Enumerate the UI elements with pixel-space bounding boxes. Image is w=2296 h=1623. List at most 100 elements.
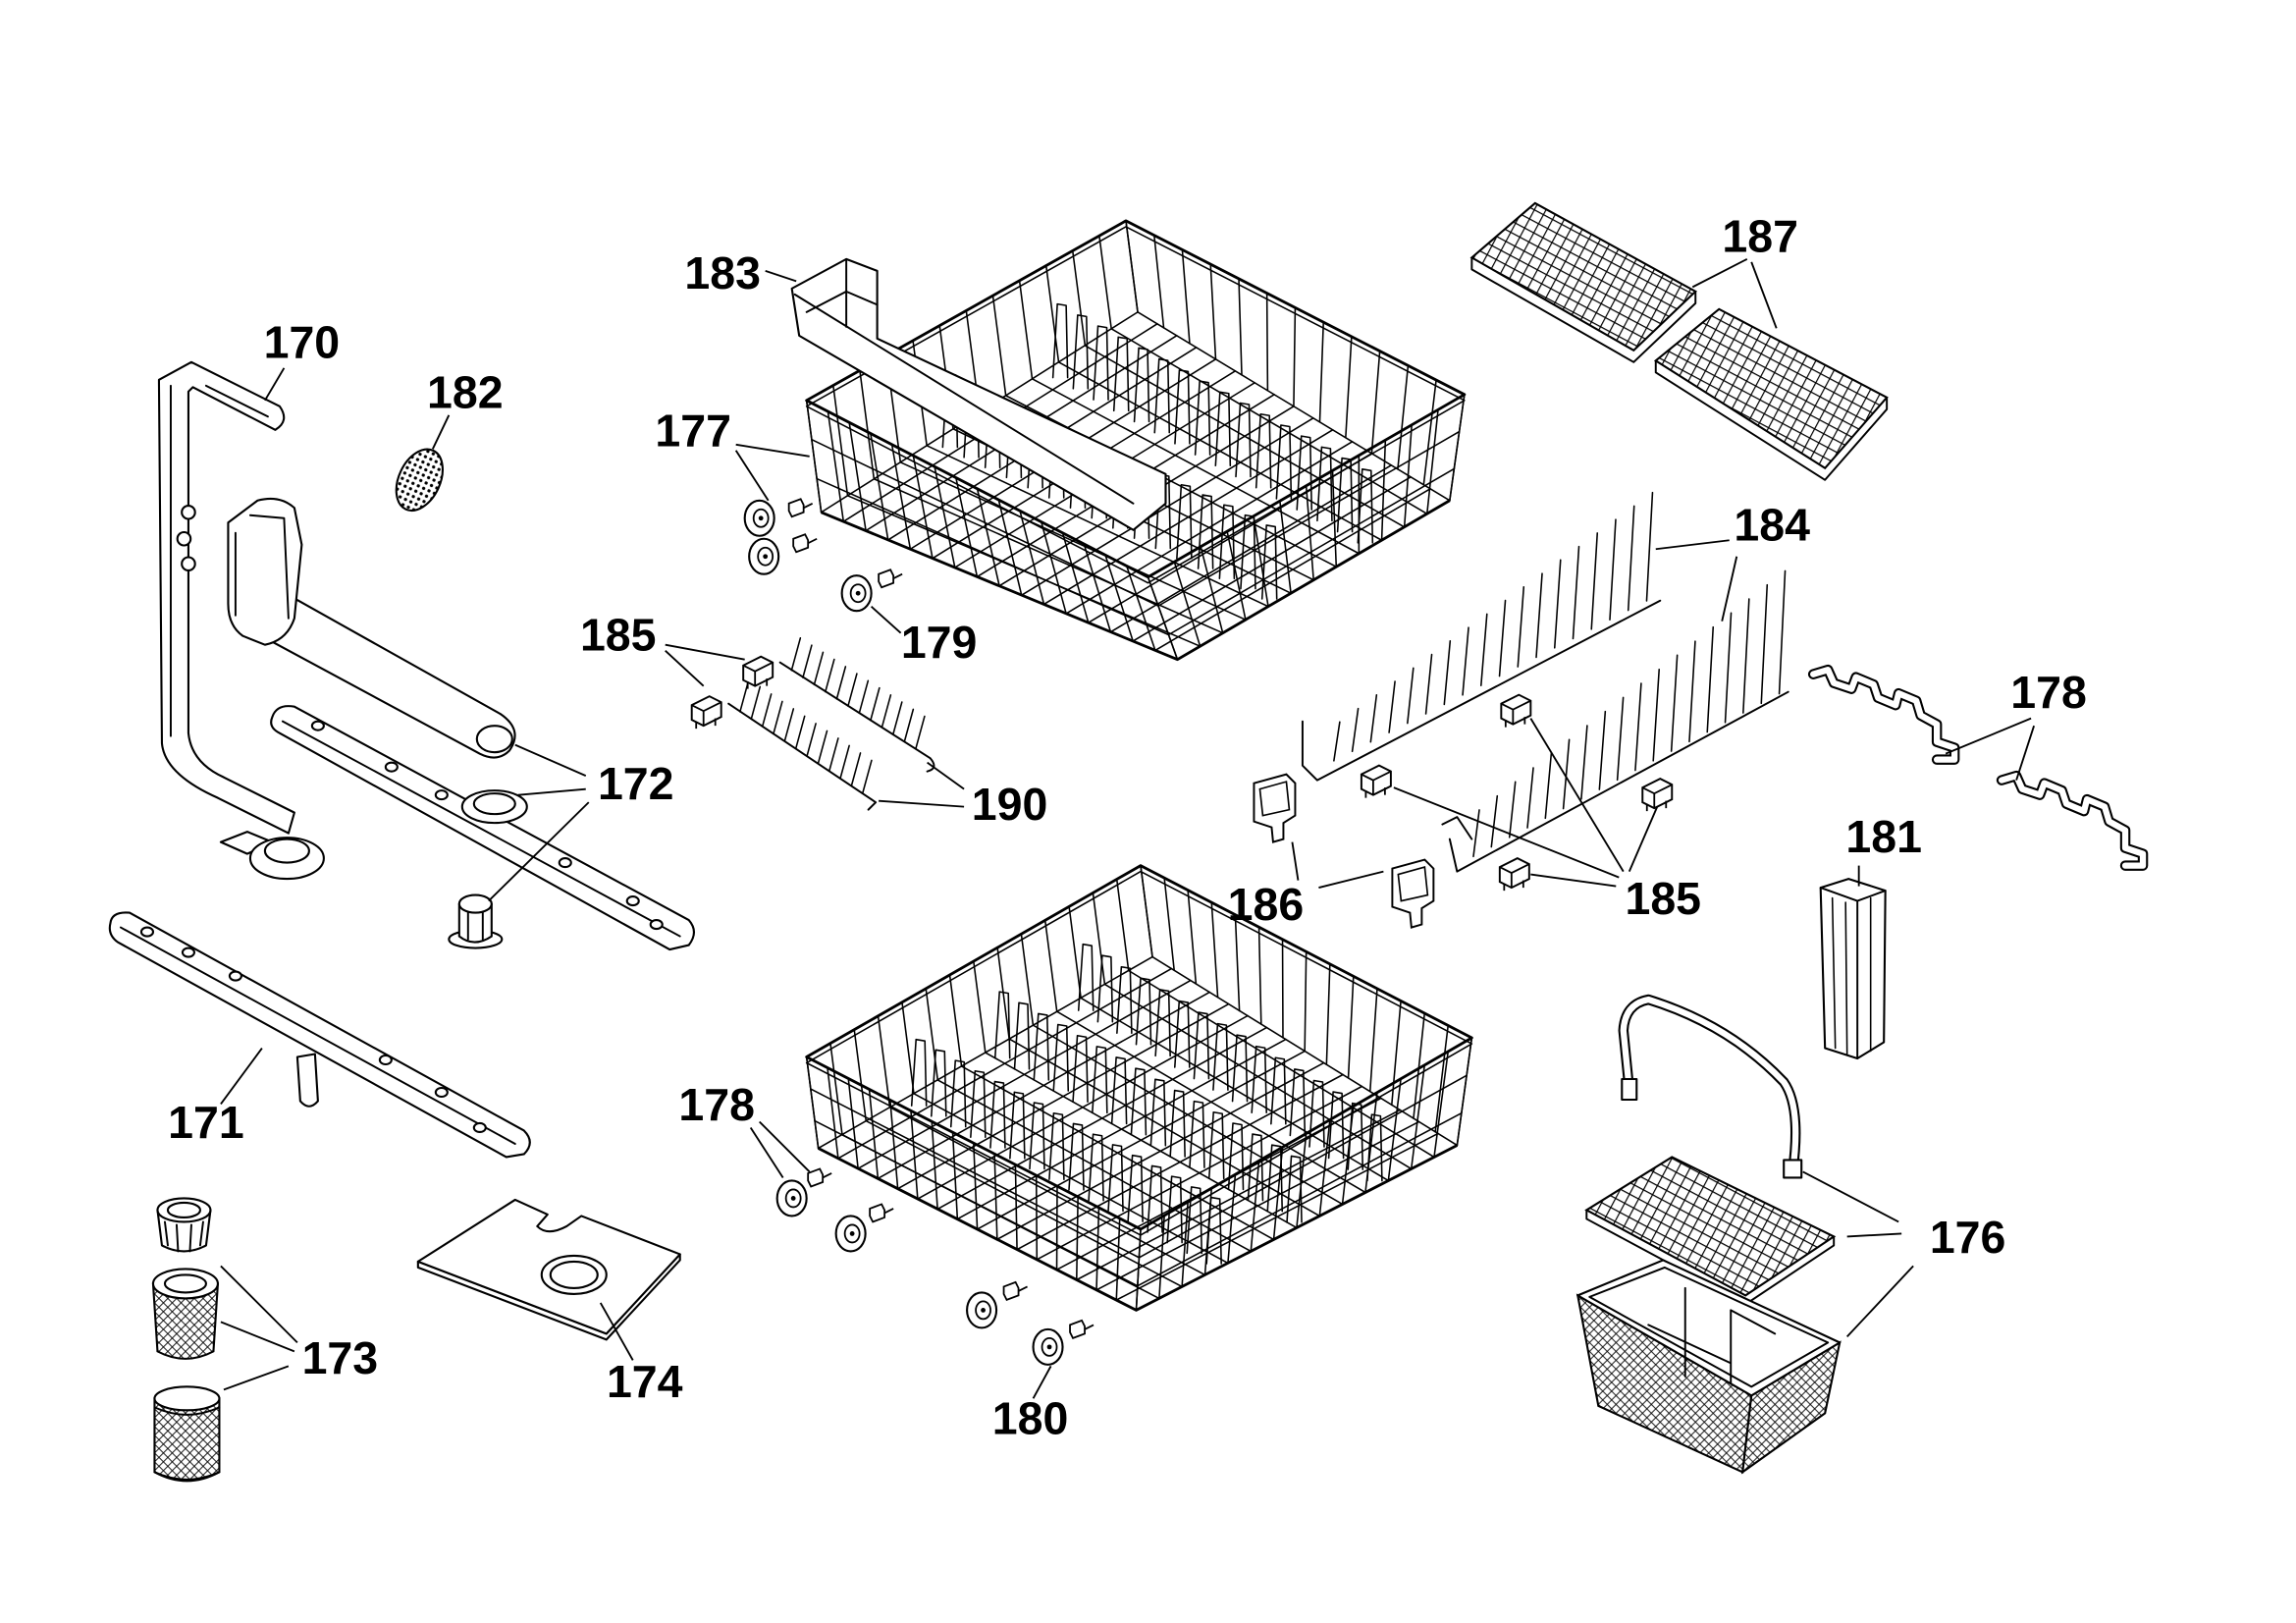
- callout-174: 174: [607, 1356, 683, 1407]
- clip-185: [1500, 693, 1532, 729]
- front-wire: [1147, 575, 1179, 661]
- leader-187: [1691, 258, 1778, 329]
- front-wire: [1250, 1160, 1260, 1253]
- back-wire: [1257, 926, 1262, 1025]
- front-wire: [931, 1120, 938, 1211]
- clip-185: [742, 655, 774, 690]
- callout-178-left: 178: [678, 1079, 755, 1130]
- floor-wire: [976, 1050, 1306, 1230]
- front-wire: [1041, 520, 1067, 615]
- rail-wire: [1167, 467, 1456, 636]
- front-wire: [1433, 1051, 1449, 1159]
- upper-rollers-177: [743, 498, 819, 575]
- front-wire: [1035, 1174, 1039, 1261]
- tine: [881, 694, 892, 729]
- basket-top-rim: [805, 864, 1473, 1231]
- tine: [1255, 412, 1272, 489]
- floor-wire: [936, 1026, 1268, 1211]
- rack-roller: [834, 1215, 867, 1253]
- back-wire: [1234, 913, 1241, 1012]
- basket-bottom-edge: [821, 499, 1451, 662]
- tine: [989, 1080, 1006, 1149]
- side-wire: [1018, 280, 1034, 380]
- callout-labels: 183 170 182 177 187 184 179 185 190 172 …: [168, 210, 2087, 1443]
- rail-wire: [810, 1088, 1141, 1259]
- front-wire: [1341, 1105, 1355, 1206]
- front-wire: [1296, 1132, 1308, 1229]
- tine: [1169, 1089, 1186, 1158]
- roller-axle: [792, 533, 819, 554]
- leader-182: [431, 414, 451, 450]
- side-wire: [1044, 264, 1060, 363]
- step-rack: [1807, 664, 1960, 765]
- tine: [1351, 707, 1360, 753]
- tine: [1174, 369, 1191, 445]
- leader-170: [264, 367, 286, 402]
- front-wire: [1318, 1118, 1331, 1217]
- roller-axle: [869, 1203, 895, 1223]
- tine: [1366, 1113, 1383, 1182]
- front-wire: [1125, 565, 1156, 652]
- floor-wire: [1016, 1073, 1344, 1251]
- tine: [1336, 457, 1354, 533]
- front-wire: [1331, 469, 1338, 568]
- tine: [1251, 1045, 1267, 1113]
- back-wire: [1325, 963, 1331, 1065]
- back-wire: [1345, 336, 1353, 439]
- tine: [1706, 625, 1715, 733]
- tine: [1077, 943, 1095, 1011]
- tine: [1051, 302, 1069, 379]
- tine: [949, 1059, 967, 1128]
- callout-182: 182: [427, 366, 504, 417]
- lower-spray-arm-171: [108, 911, 531, 1159]
- tine: [862, 759, 873, 794]
- leader-176: [1802, 1170, 1914, 1338]
- front-wire: [848, 421, 867, 532]
- clip-185: [1641, 778, 1674, 813]
- rail-wire: [811, 438, 1159, 607]
- tine: [1407, 667, 1415, 725]
- tine: [1068, 1122, 1085, 1191]
- leader-180: [1032, 1365, 1052, 1399]
- front-wire: [934, 465, 956, 568]
- tine: [1627, 505, 1635, 612]
- callout-179: 179: [901, 617, 978, 668]
- leader-177: [734, 443, 810, 502]
- tine: [1388, 680, 1396, 733]
- tine: [1333, 721, 1341, 762]
- front-wire: [1181, 1201, 1189, 1288]
- floor-wire: [896, 1002, 1230, 1190]
- tine: [931, 1049, 947, 1117]
- tine: [903, 708, 915, 743]
- front-wire: [1135, 1228, 1142, 1312]
- front-wire: [1456, 1037, 1473, 1147]
- tine: [892, 701, 903, 735]
- spray-arm-nut-172: [448, 893, 504, 949]
- basket-handle: [1618, 994, 1803, 1179]
- leader-190: [879, 761, 965, 808]
- front-wire: [912, 455, 934, 560]
- tine: [806, 723, 817, 757]
- side-wire: [853, 1028, 868, 1122]
- upper-roller-179: [840, 568, 904, 613]
- front-wire: [805, 400, 823, 514]
- tine: [1116, 965, 1133, 1035]
- leader-174: [599, 1302, 634, 1361]
- back-wire: [1238, 278, 1243, 376]
- floor-wire: [837, 967, 1173, 1160]
- step-rack: [1996, 770, 2149, 871]
- tine: [1645, 491, 1654, 602]
- bracket-186: [1391, 858, 1435, 929]
- roller-axle: [787, 498, 814, 518]
- leader-184: [1655, 539, 1738, 622]
- tine: [1048, 1111, 1065, 1181]
- feed-tube-body: [157, 360, 295, 835]
- side-wire: [877, 1014, 891, 1109]
- tine: [1535, 572, 1543, 659]
- tine: [1093, 325, 1109, 401]
- front-wire: [976, 487, 1000, 587]
- front-wire: [993, 1153, 998, 1241]
- side-wire: [1071, 249, 1087, 347]
- side-wire: [925, 988, 939, 1081]
- leader-183: [765, 269, 797, 283]
